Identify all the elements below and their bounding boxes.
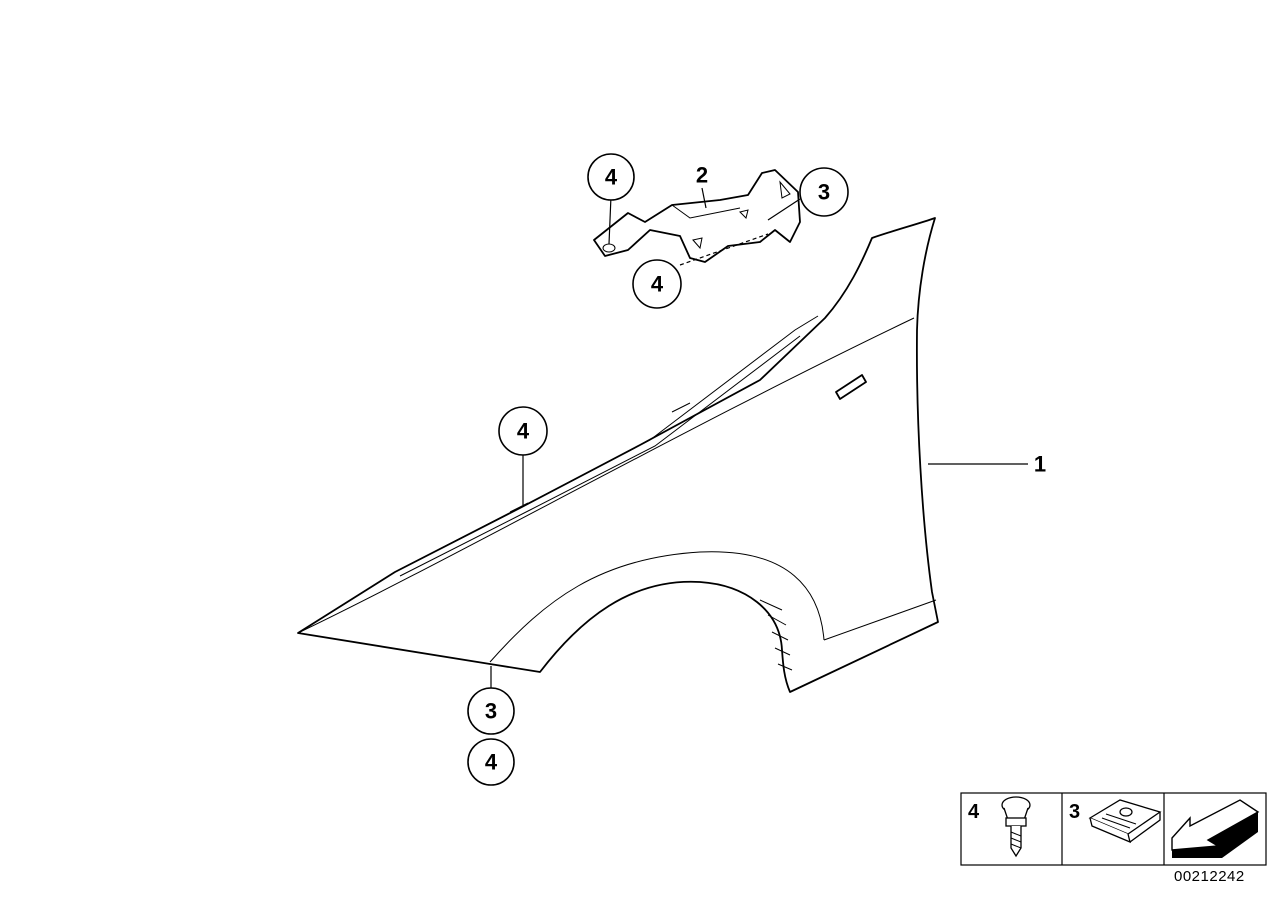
callout-fender-bottom-b: 4	[467, 738, 515, 786]
clip-nut-icon	[1088, 799, 1162, 844]
callout-fender-bottom-a: 3	[467, 687, 515, 735]
callout-label: 4	[485, 750, 498, 775]
document-number: 00212242	[1174, 868, 1245, 885]
callout-bracket-bottom: 4	[632, 259, 682, 309]
legend-box: 4 3	[960, 792, 1267, 866]
callout-fender-edge: 4	[498, 406, 548, 456]
legend-clip-label: 3	[1069, 801, 1080, 823]
part-number-label: 2	[696, 163, 708, 188]
callout-label: 3	[818, 180, 830, 205]
callout-bracket-top-right: 3	[799, 167, 849, 217]
fender-bracket	[593, 169, 801, 263]
front-fender	[297, 217, 939, 693]
legend-screw-label: 4	[968, 801, 980, 823]
screw-icon	[1001, 796, 1031, 858]
callout-bracket-top-left: 4	[587, 153, 635, 201]
callout-label: 4	[651, 272, 664, 297]
direction-arrow-icon	[1171, 799, 1260, 858]
callout-label: 4	[605, 165, 618, 190]
part-number-label: 1	[1034, 452, 1046, 477]
callout-label: 3	[485, 699, 497, 724]
callout-label: 4	[517, 419, 530, 444]
callout-bracket-part: 2	[696, 163, 708, 188]
leader-lines	[490, 187, 1028, 688]
callout-fender-part: 1	[1034, 452, 1046, 477]
